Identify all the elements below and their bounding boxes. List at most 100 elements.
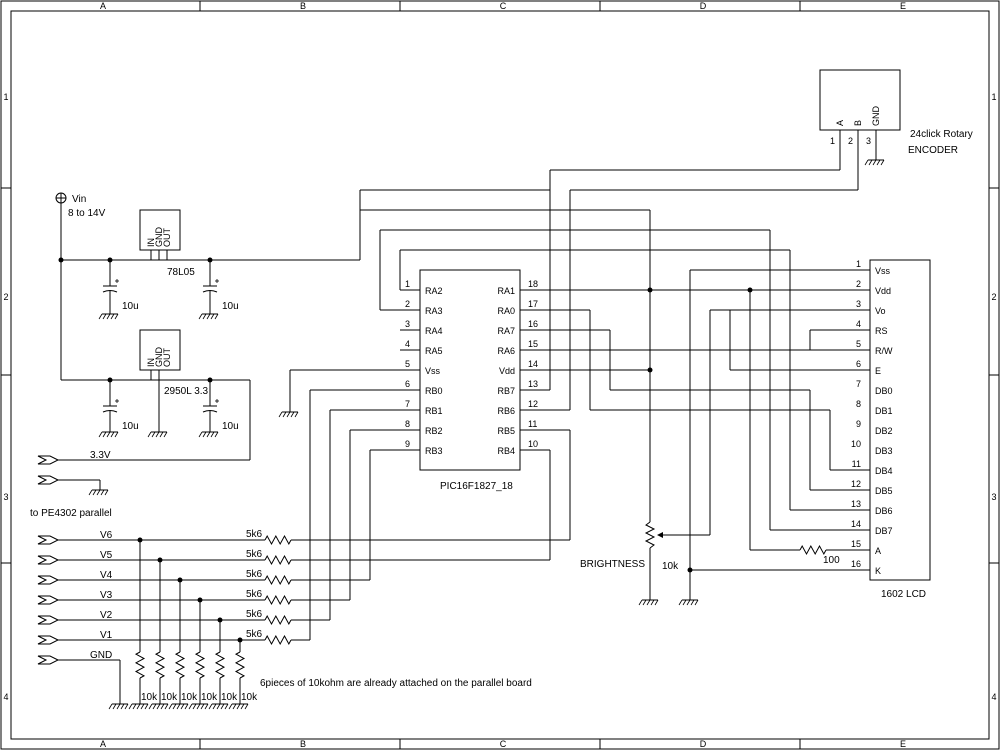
lcd-pin-number: 11 (852, 459, 861, 469)
mcu-pin-number: 8 (405, 419, 410, 429)
mcu-pin-number: 15 (528, 339, 538, 349)
ground-icon (678, 599, 699, 606)
series-resistor-6-value: 5k6 (246, 629, 263, 640)
frame-column-label: C (500, 739, 507, 749)
lcd-1602: Vss1Vdd2Vo3RS4R/W5E6DB07DB18DB29DB310DB4… (851, 259, 931, 581)
frame-column-label: E (900, 1, 906, 11)
reg1-pin-in: IN (146, 238, 156, 247)
lcd-name: 1602 LCD (881, 589, 926, 600)
signal-v4-label: V4 (100, 570, 113, 581)
regulator-body (139, 209, 181, 251)
encoder-pin-name: A (835, 120, 845, 126)
lcd-pin-number: 9 (856, 419, 861, 429)
connector-port-icon (37, 615, 60, 625)
lcd-pin-number: 12 (851, 479, 861, 489)
encoder-pin-number: 1 (830, 136, 835, 146)
mcu-pin-name: RB5 (497, 426, 515, 436)
signal-v3-label: V3 (100, 590, 113, 601)
junction-dot (197, 597, 203, 603)
lcd-pin-number: 8 (856, 399, 861, 409)
junction-dots (58, 257, 753, 643)
vin-range-label: 8 to 14V (68, 208, 106, 219)
resistor-icon (264, 614, 292, 626)
connector-port-icon (37, 555, 60, 565)
pulldown-5-value: 10k (221, 692, 238, 703)
lcd-pin-name: E (875, 366, 881, 376)
junction-dot (207, 257, 213, 263)
mcu-pin-name: RA2 (425, 286, 443, 296)
ground-icon (168, 703, 189, 710)
encoder-pin-number: 3 (866, 136, 871, 146)
frame-row-label: 2 (3, 292, 8, 302)
ground-icon (128, 703, 149, 710)
connector-ports (37, 455, 60, 665)
connector-port-icon (37, 635, 60, 645)
cap-2-value: 10u (222, 301, 239, 312)
ground-icon (638, 599, 659, 606)
mcu-pin-number: 4 (405, 339, 410, 349)
frame-row-label: 1 (991, 92, 996, 102)
series-resistor-2-value: 5k6 (246, 549, 263, 560)
lcd-pin-name: DB4 (875, 466, 893, 476)
junction-dot (137, 537, 143, 543)
connector-port-icon (37, 455, 60, 465)
mcu-pin-number: 9 (405, 439, 410, 449)
ground-icon (188, 703, 209, 710)
mcu-pin-name: RB2 (425, 426, 443, 436)
lcd-pin-name: Vo (875, 306, 886, 316)
ground-icon (108, 703, 129, 710)
junction-dot (687, 567, 693, 573)
pulldown-4-value: 10k (201, 692, 218, 703)
regulator-2-name: 2950L 3.3 (164, 386, 209, 397)
cap-4-value: 10u (222, 421, 239, 432)
frame-column-label: B (300, 1, 306, 11)
junction-dot (107, 377, 113, 383)
reg2-pin-out: OUT (162, 348, 172, 368)
capacitor-icon (202, 399, 219, 416)
junction-dot (207, 377, 213, 383)
frame-row-label: 3 (3, 492, 8, 502)
lcd-pin-name: DB1 (875, 406, 893, 416)
series-resistor-5-value: 5k6 (246, 609, 263, 620)
ground-symbols (88, 159, 885, 710)
signal-v6-label: V6 (100, 530, 113, 541)
junction-dot (237, 637, 243, 643)
encoder-pin-number: 2 (848, 136, 853, 146)
mcu-pin-name: Vss (425, 366, 441, 376)
encoder-label-1: 24click Rotary (910, 129, 973, 140)
mcu-pin-name: RA0 (497, 306, 515, 316)
lcd-pin-name: DB5 (875, 486, 893, 496)
resistor-icon (799, 544, 827, 556)
junction-dot (58, 257, 64, 263)
mcu-pic16f1827: RA21RA32RA43RA54Vss5RB06RB17RB28RB39RA11… (405, 269, 538, 471)
lcd-pin-number: 2 (856, 279, 861, 289)
mcu-name: PIC16F1827_18 (440, 481, 513, 492)
pulldown-3-value: 10k (181, 692, 198, 703)
ground-icon (864, 159, 885, 166)
reg1-pin-gnd: GND (154, 227, 164, 248)
frame-row-label: 1 (3, 92, 8, 102)
brightness-potentiometer (644, 521, 663, 549)
reg2-pin-gnd: GND (154, 347, 164, 368)
mcu-pin-name: RB1 (425, 406, 443, 416)
lcd-pin-number: 16 (851, 559, 861, 569)
resistor-symbols (134, 534, 827, 679)
encoder-pin-name: GND (871, 106, 881, 127)
frame-column-label: A (100, 739, 106, 749)
resistor-icon (264, 574, 292, 586)
regulator-1-name: 78L05 (167, 267, 195, 278)
resistor-icon (214, 651, 226, 679)
lcd-pin-number: 7 (856, 379, 861, 389)
mcu-pin-number: 11 (528, 419, 537, 429)
series-resistor-4-value: 5k6 (246, 589, 263, 600)
frame-row-label: 4 (991, 692, 996, 702)
ground-icon (278, 411, 299, 418)
mcu-pin-number: 18 (528, 279, 538, 289)
lcd-pin-name: K (875, 566, 881, 576)
encoder-body (819, 69, 901, 131)
regulator-2950l: IN GND OUT (139, 329, 181, 371)
supply-3v3-label: 3.3V (90, 450, 111, 461)
mcu-pin-name: RA1 (497, 286, 515, 296)
